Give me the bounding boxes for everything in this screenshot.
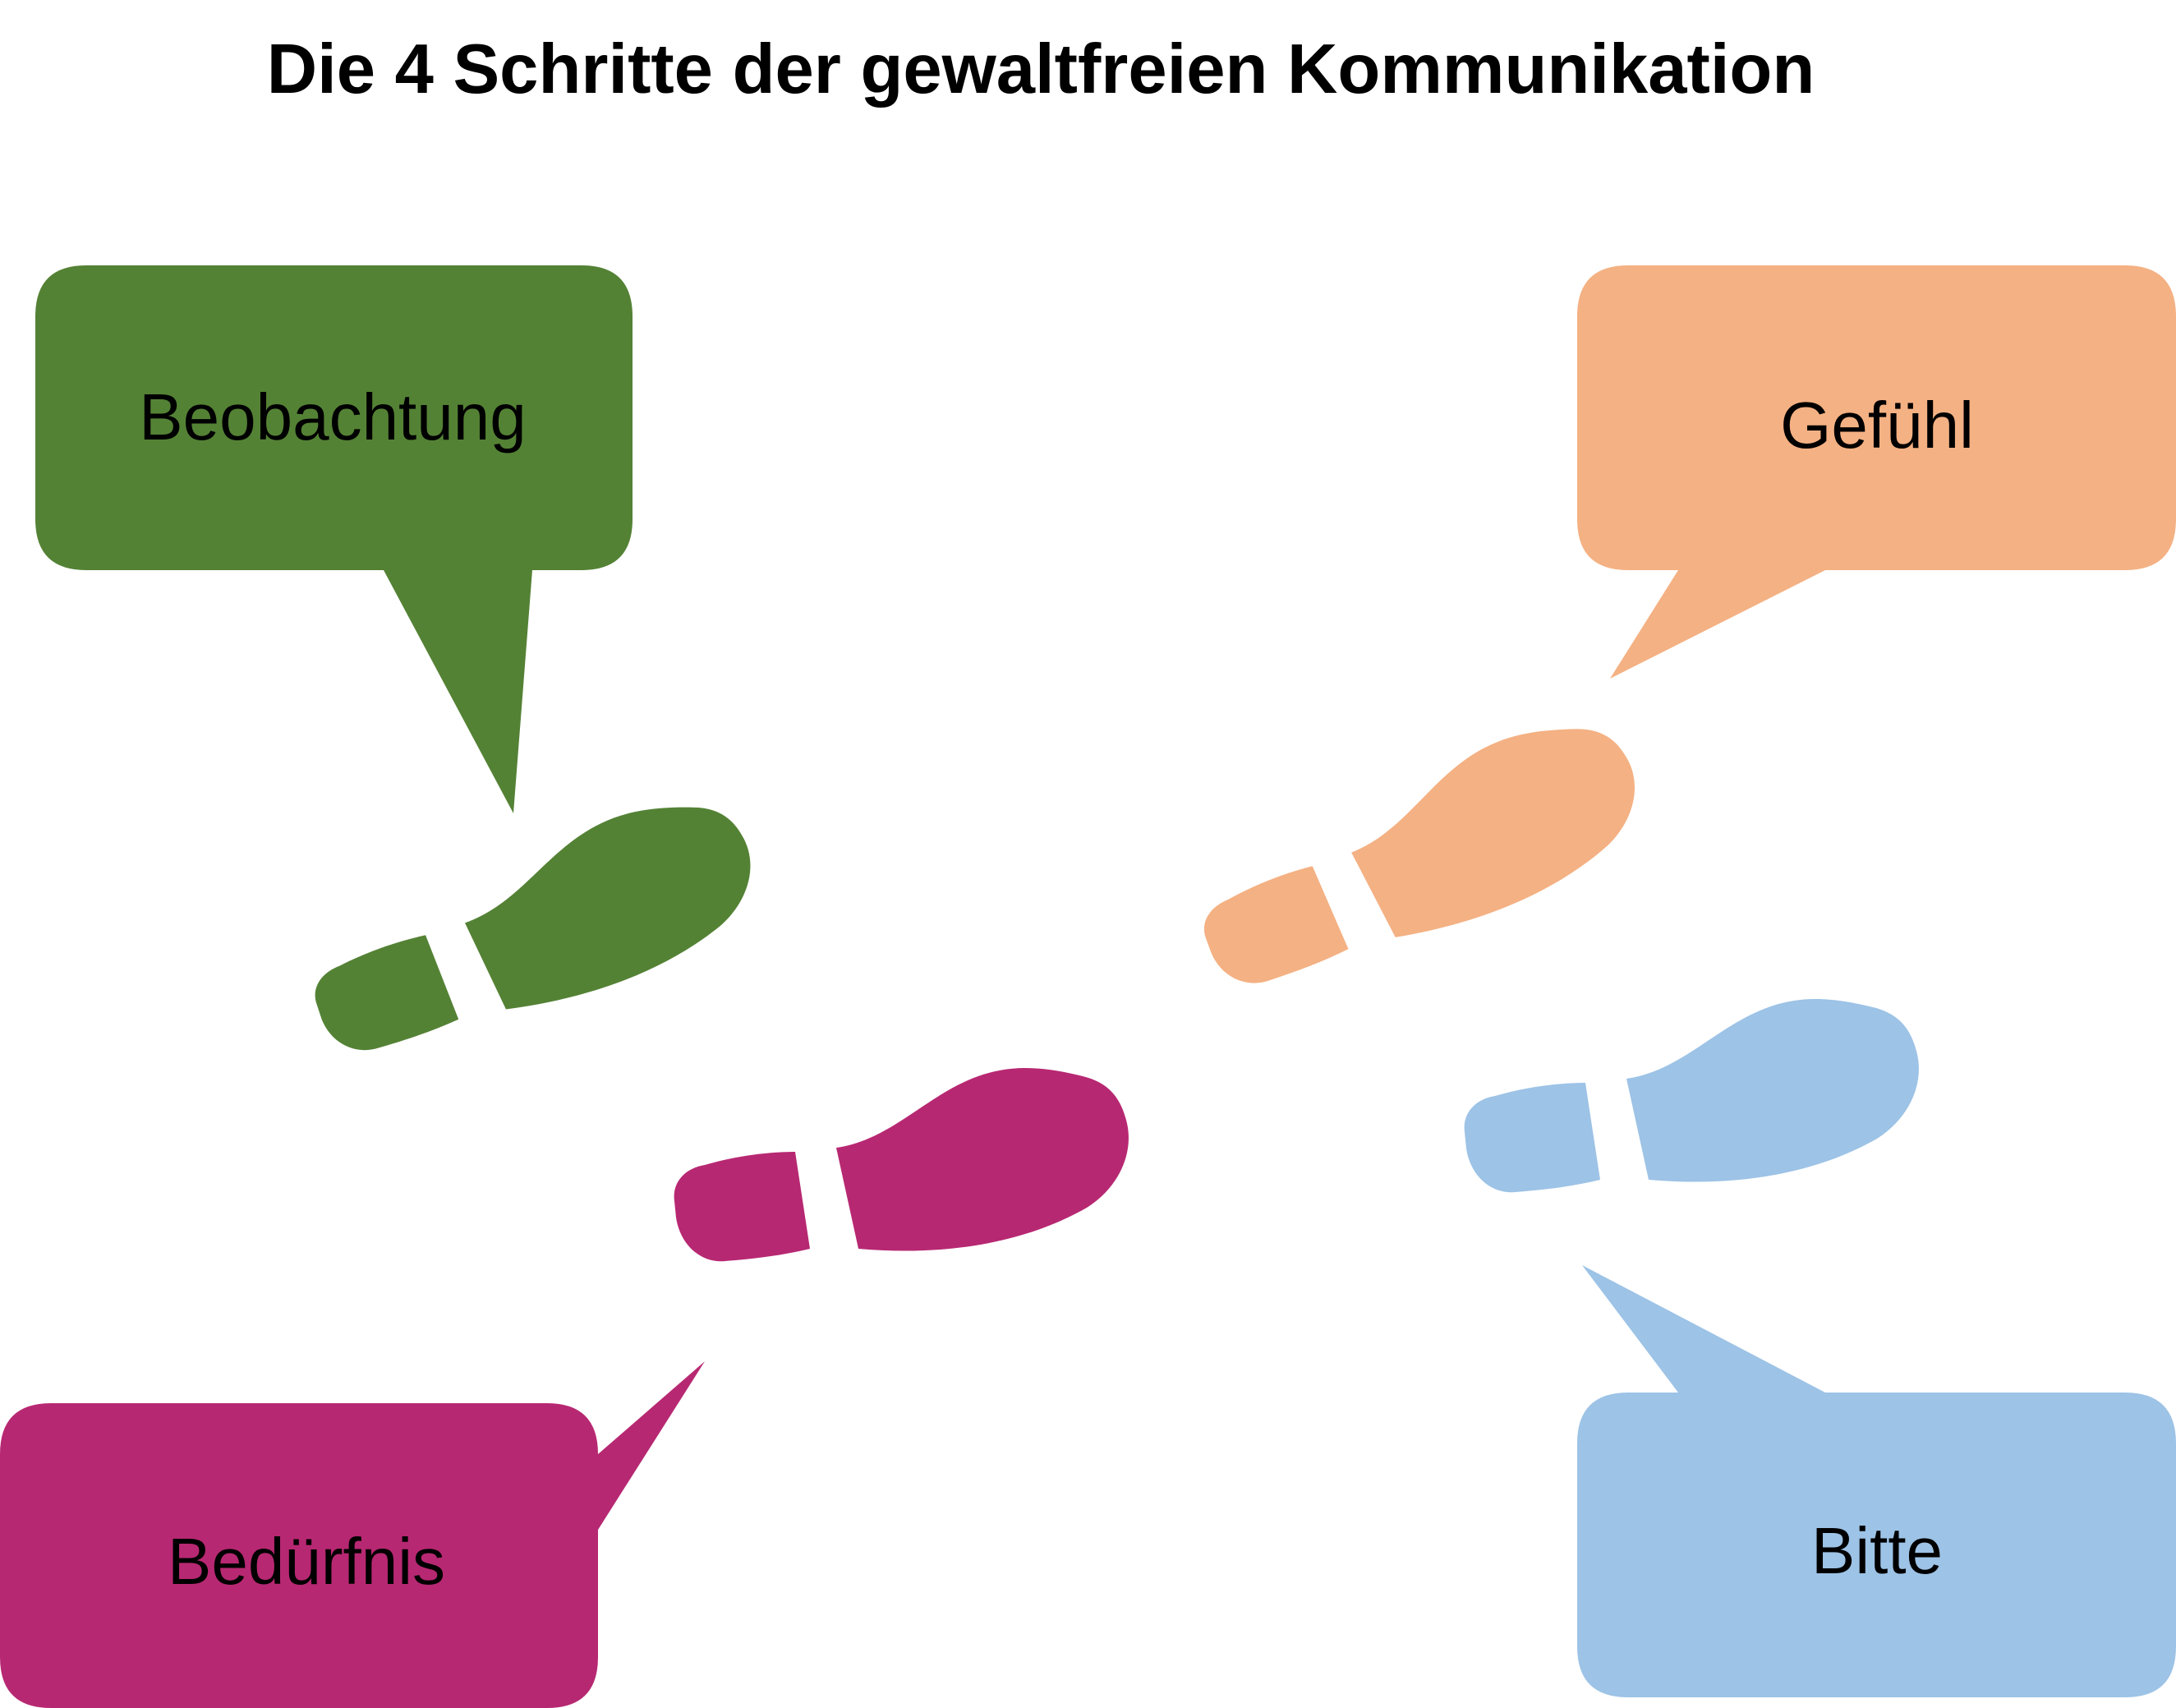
- step-label-beobachtung: Beobachtung: [139, 380, 527, 453]
- footprint-icon: [674, 1068, 1129, 1262]
- step-bitte: Bitte: [1464, 999, 2176, 1697]
- page-title: Die 4 Schritte der gewaltfreien Kommunik…: [267, 30, 1815, 108]
- footprint-icon: [1464, 999, 1919, 1193]
- step-label-beduerfnis: Bedürfnis: [168, 1525, 445, 1598]
- step-label-gefuehl: Gefühl: [1780, 389, 1974, 462]
- footprint-icon: [1176, 710, 1661, 993]
- step-label-bitte: Bitte: [1811, 1514, 1943, 1587]
- speech-bubble-bitte: [1577, 1265, 2176, 1697]
- footprint-icon: [291, 790, 773, 1059]
- speech-bubble-gefuehl: [1577, 265, 2176, 679]
- speech-bubble-beduerfnis: [0, 1361, 705, 1708]
- speech-bubble-beobachtung: [35, 265, 633, 813]
- step-beobachtung: Beobachtung: [35, 265, 773, 1059]
- step-beduerfnis: Bedürfnis: [0, 1068, 1129, 1708]
- step-gefuehl: Gefühl: [1176, 265, 2176, 993]
